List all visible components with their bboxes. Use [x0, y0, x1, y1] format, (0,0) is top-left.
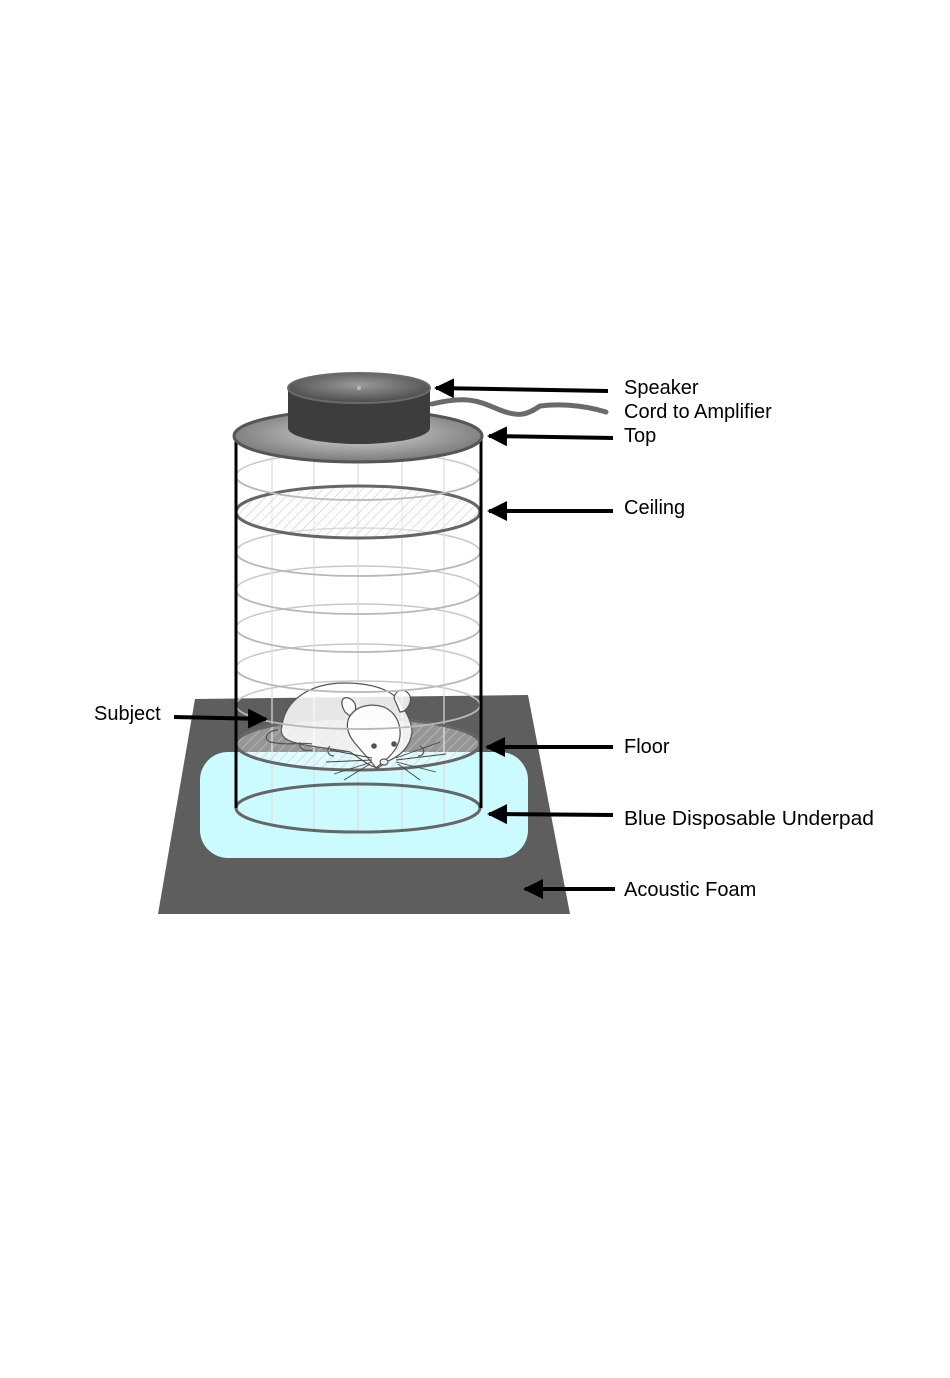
label-foam: Acoustic Foam: [624, 879, 756, 901]
arrow-subject: [174, 717, 266, 719]
arrow-top: [489, 436, 613, 438]
arrow-speaker: [436, 388, 608, 391]
label-subject: Subject: [94, 703, 161, 725]
label-underpad: Blue Disposable Underpad: [624, 808, 874, 830]
label-cord: Cord to Amplifier: [624, 401, 772, 423]
label-floor: Floor: [624, 736, 670, 758]
label-speaker: Speaker: [624, 377, 699, 399]
label-top: Top: [624, 425, 656, 447]
arrow-underpad: [489, 814, 613, 815]
amplifier-cord: [432, 400, 606, 415]
speaker-center-icon: [357, 386, 361, 390]
label-ceiling: Ceiling: [624, 497, 685, 519]
